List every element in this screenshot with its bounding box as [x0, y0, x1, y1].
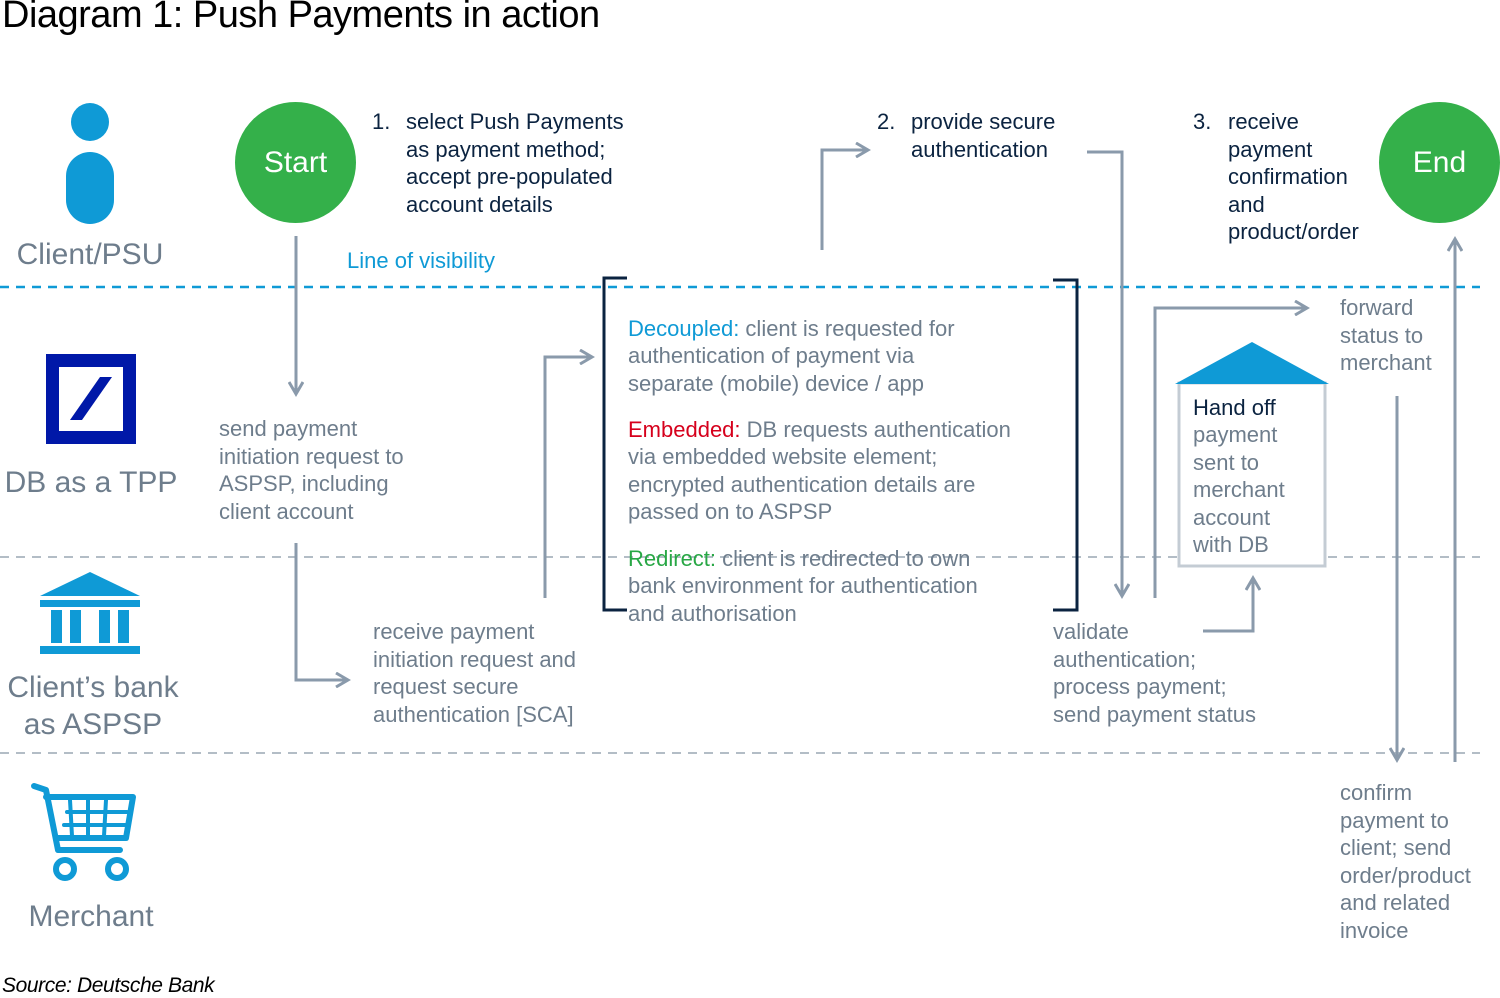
step-1-text: select Push Payments as payment method; … — [406, 109, 624, 217]
auth-option-redirect: Redirect: client is redirected to own ba… — [628, 517, 978, 627]
deutsche-bank-logo — [46, 354, 136, 444]
step-2-text: provide secure authentication — [911, 109, 1056, 162]
step-2-number: 2. — [877, 109, 896, 134]
lane-label-bank: Client’s bank as ASPSP — [7, 671, 179, 741]
flow-arrows — [296, 150, 1455, 762]
arrow-auth-to-validate — [1087, 150, 1122, 596]
auth-options-bracket-left — [602, 276, 627, 612]
arrow-send-to-receive — [294, 543, 348, 680]
auth-option-decoupled: Decoupled: client is requested for authe… — [628, 287, 955, 397]
auth-option-embedded-text: DB requests authentication via embedded … — [628, 416, 1011, 525]
line-of-visibility-label: Line of visibility — [347, 248, 495, 273]
arrow-validate-to-forward — [1153, 308, 1307, 598]
bank-building-icon — [40, 572, 140, 654]
arrow-validate-to-hand-off — [1203, 578, 1253, 633]
auth-option-redirect-text: client is redirected to own bank environ… — [628, 545, 978, 626]
step-3-number: 3. — [1193, 109, 1212, 134]
receive-request-text: receive payment initiation request and r… — [373, 619, 577, 727]
auth-option-embedded-label: Embedded: — [628, 416, 741, 442]
auth-option-redirect-label: Redirect: — [628, 545, 717, 571]
source-note: Source: Deutsche Bank — [2, 974, 215, 997]
auth-option-decoupled-text: client is requested for authentication o… — [628, 315, 955, 396]
confirm-text: confirm payment to client; send order/pr… — [1340, 780, 1471, 943]
lane-label-merchant: Merchant — [28, 900, 154, 933]
validate-text: validate authentication; process payment… — [1053, 619, 1257, 727]
arrow-receive-to-auth-options — [543, 357, 592, 598]
lane-label-tpp: DB as a TPP — [4, 466, 178, 499]
hand-off-text: payment sent to merchant account with DB — [1193, 422, 1285, 557]
start-node: Start — [235, 102, 356, 223]
step-3-text: receive payment confirmation and product… — [1228, 109, 1359, 244]
hand-off-title: Hand off — [1193, 395, 1276, 420]
hand-off-box — [1175, 342, 1329, 568]
end-node: End — [1379, 102, 1500, 223]
auth-option-decoupled-label: Decoupled: — [628, 315, 740, 341]
step-1-number: 1. — [372, 109, 391, 134]
lane-label-client: Client/PSU — [16, 238, 164, 271]
person-icon — [66, 103, 114, 224]
send-request-text: send payment initiation request to ASPSP… — [219, 416, 404, 524]
auth-options-bracket-right — [1053, 278, 1079, 612]
auth-option-embedded: Embedded: DB requests authentication via… — [628, 388, 1011, 526]
forward-status-text: forward status to merchant — [1340, 295, 1432, 375]
arrow-to-provide-auth — [820, 150, 868, 250]
shopping-cart-icon — [31, 783, 136, 881]
diagram-title: Diagram 1: Push Payments in action — [2, 0, 600, 36]
